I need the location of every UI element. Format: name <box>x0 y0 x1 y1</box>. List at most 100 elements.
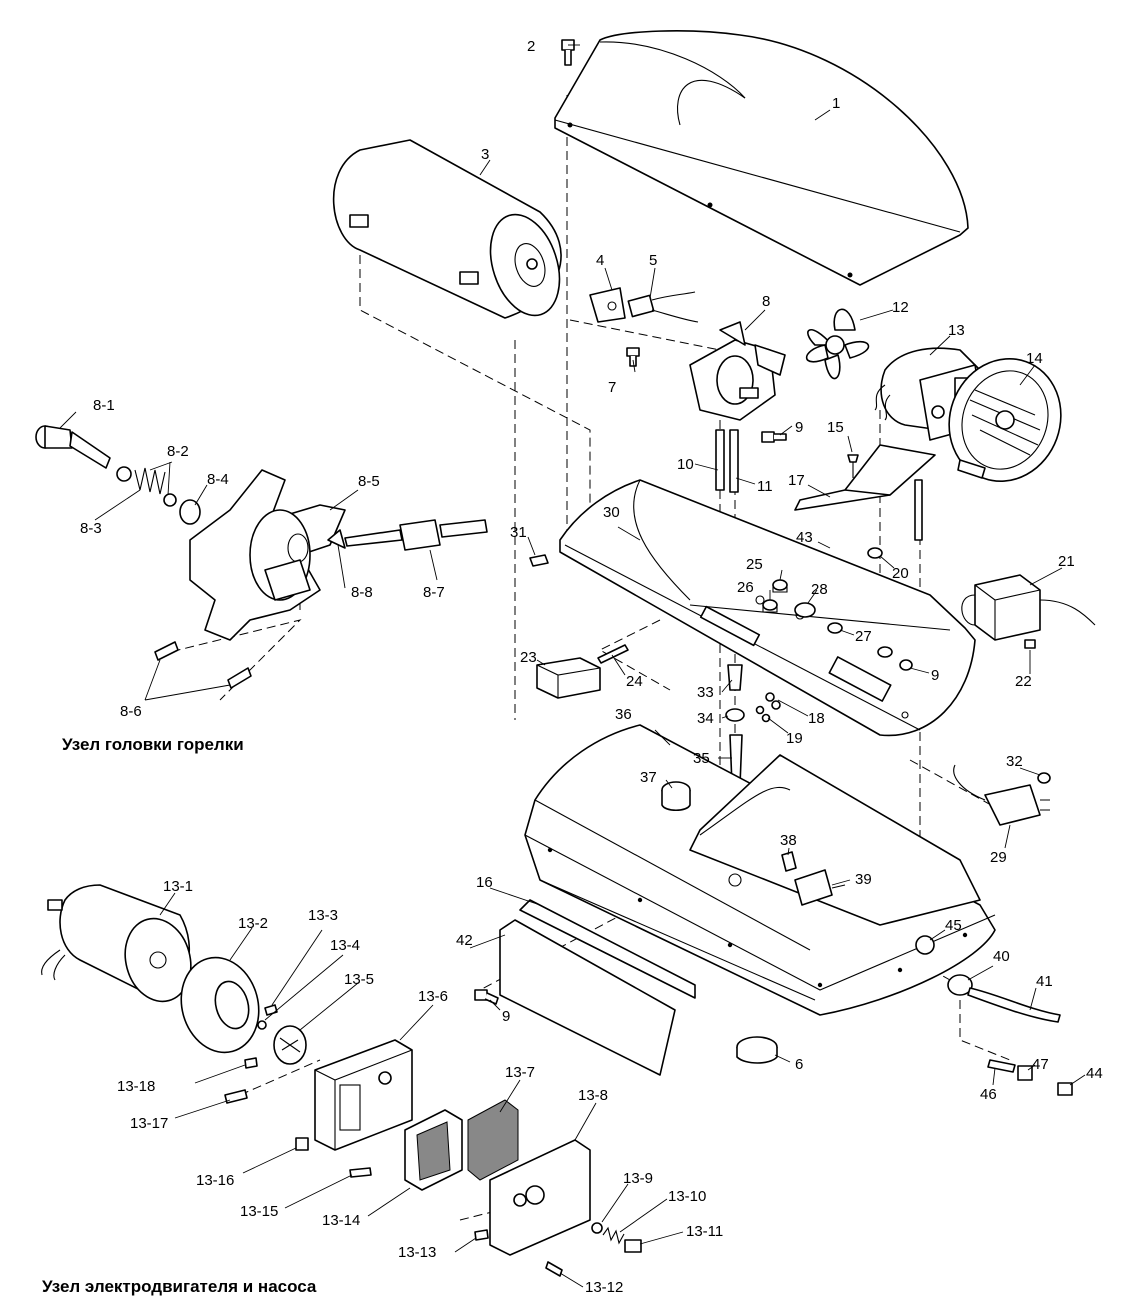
part-18-washers <box>765 692 781 710</box>
label-7: 7 <box>608 379 616 396</box>
part-23-terminal-block <box>536 657 601 699</box>
label-44: 44 <box>1086 1065 1103 1082</box>
label-8-4: 8-4 <box>207 471 229 488</box>
label-24: 24 <box>626 673 643 690</box>
part-10-tube <box>715 429 725 491</box>
label-13-5: 13-5 <box>344 971 374 988</box>
label-23: 23 <box>520 649 537 666</box>
label-26: 26 <box>737 579 754 596</box>
part-9-screw-right <box>899 659 913 671</box>
label-9-upper: 9 <box>795 419 803 436</box>
part-21-transformer <box>961 574 1096 641</box>
label-27: 27 <box>855 628 872 645</box>
label-35: 35 <box>693 750 710 767</box>
label-8-6: 8-6 <box>120 703 142 720</box>
label-45: 45 <box>945 917 962 934</box>
label-28: 28 <box>811 581 828 598</box>
label-5: 5 <box>649 252 657 269</box>
part-3-fan-housing <box>332 139 562 319</box>
part-39-valve <box>794 869 846 906</box>
part-31-clip <box>529 554 549 567</box>
part-13-1-motor-body <box>41 884 192 1003</box>
label-13: 13 <box>948 322 965 339</box>
part-8-1-nozzle-adapter <box>35 425 111 469</box>
part-1-top-cover <box>554 30 969 286</box>
label-4: 4 <box>596 252 604 269</box>
part-labels: 1 2 3 4 5 6 7 8 9 9 9 10 11 12 13 14 15 … <box>80 38 1103 1296</box>
part-26-grommet <box>762 599 778 613</box>
label-42: 42 <box>456 932 473 949</box>
part-8-6-screws <box>154 641 252 689</box>
part-20-nut <box>867 547 883 559</box>
part-13-11-screw <box>624 1239 642 1253</box>
part-44-cover <box>1057 1082 1073 1096</box>
label-34: 34 <box>697 710 714 727</box>
leader-lines <box>59 44 1086 1288</box>
label-13-13: 13-13 <box>398 1244 436 1261</box>
part-7-screw <box>626 347 640 367</box>
part-8-2-washer <box>116 466 177 507</box>
part-19-washers <box>755 705 771 723</box>
label-10: 10 <box>677 456 694 473</box>
part-42-side-panel <box>499 919 676 1076</box>
label-30: 30 <box>603 504 620 521</box>
part-2-screw <box>561 39 575 66</box>
part-36-fuel-tank <box>524 724 996 1016</box>
label-39: 39 <box>855 871 872 888</box>
label-13-9: 13-9 <box>623 1170 653 1187</box>
part-28-plug <box>794 602 816 618</box>
label-12: 12 <box>892 299 909 316</box>
label-46: 46 <box>980 1086 997 1103</box>
part-13-14-gasket <box>404 1109 463 1191</box>
label-21: 21 <box>1058 553 1075 570</box>
part-13-17-fitting <box>224 1089 248 1104</box>
label-17: 17 <box>788 472 805 489</box>
label-13-3: 13-3 <box>308 907 338 924</box>
label-8: 8 <box>762 293 770 310</box>
label-29: 29 <box>990 849 1007 866</box>
label-1: 1 <box>832 95 840 112</box>
label-3: 3 <box>481 146 489 163</box>
part-12-fan <box>805 308 870 380</box>
label-13-17: 13-17 <box>130 1115 168 1132</box>
label-13-4: 13-4 <box>330 937 360 954</box>
label-33: 33 <box>697 684 714 701</box>
label-47: 47 <box>1032 1056 1049 1073</box>
part-8-burner-head <box>689 321 786 421</box>
label-41: 41 <box>1036 973 1053 990</box>
label-8-3: 8-3 <box>80 520 102 537</box>
part-13-15-screw <box>349 1167 372 1178</box>
label-40: 40 <box>993 948 1010 965</box>
part-13-3-screw <box>264 1004 278 1016</box>
label-22: 22 <box>1015 673 1032 690</box>
part-9-screw-lower <box>474 989 499 1005</box>
label-38: 38 <box>780 832 797 849</box>
label-13-8: 13-8 <box>578 1087 608 1104</box>
part-32-screw <box>1037 772 1051 784</box>
label-43: 43 <box>796 529 813 546</box>
part-13-7-filter <box>467 1099 519 1181</box>
label-13-1: 13-1 <box>163 878 193 895</box>
label-9-right: 9 <box>931 667 939 684</box>
part-40-strain-relief <box>947 974 973 996</box>
part-15-grommet <box>847 454 859 478</box>
label-13-7: 13-7 <box>505 1064 535 1081</box>
label-13-2: 13-2 <box>238 915 268 932</box>
label-8-8: 8-8 <box>351 584 373 601</box>
label-25: 25 <box>746 556 763 573</box>
part-13-16-plug <box>295 1137 309 1151</box>
part-13-9-ball <box>591 1222 603 1234</box>
part-5-connector <box>627 291 699 323</box>
caption-motor-pump: Узел электродвигателя и насоса <box>42 1277 317 1296</box>
part-13-2-flange <box>180 956 260 1054</box>
label-19: 19 <box>786 730 803 747</box>
label-13-16: 13-16 <box>196 1172 234 1189</box>
label-31: 31 <box>510 524 527 541</box>
label-18: 18 <box>808 710 825 727</box>
part-8-5-burner-plate <box>189 469 346 641</box>
label-32: 32 <box>1006 753 1023 770</box>
part-22-screw <box>1024 639 1036 649</box>
label-13-14: 13-14 <box>322 1212 360 1229</box>
part-13-13-screw <box>474 1229 489 1241</box>
